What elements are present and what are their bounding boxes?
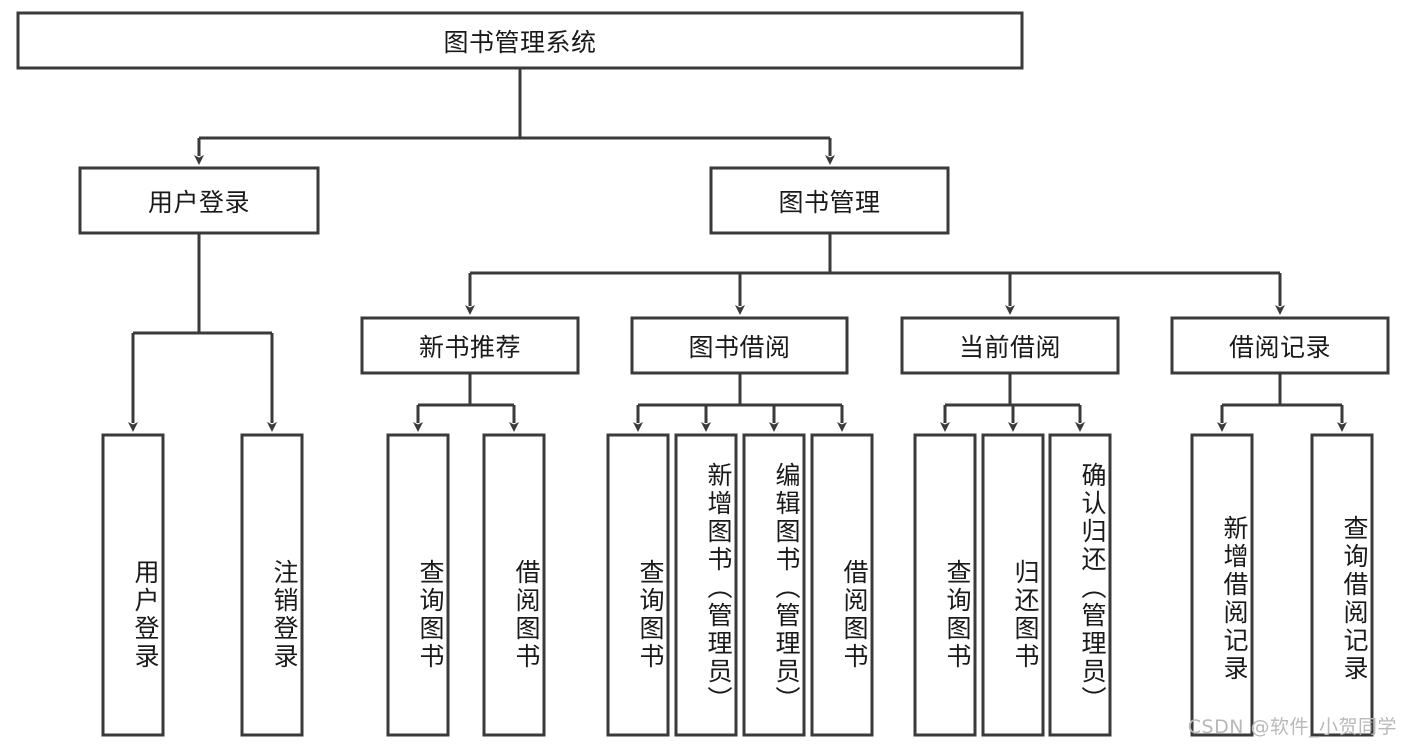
leaf-box-edit-book-admin[interactable] — [742, 433, 806, 737]
leaf-box-add-borrow-record[interactable] — [1190, 433, 1254, 737]
node-box-root[interactable] — [16, 11, 1024, 70]
leaf-box-query-book-current[interactable] — [913, 433, 977, 737]
leaf-box-query-book-borrow[interactable] — [606, 433, 670, 737]
leaf-box-return-book[interactable] — [981, 433, 1045, 737]
leaf-box-borrow-book-rec[interactable] — [482, 433, 546, 737]
watermark-text: CSDN @软件_小贺同学 — [1187, 716, 1397, 738]
node-box-book-management[interactable] — [709, 166, 950, 235]
leaf-box-query-borrow-record[interactable] — [1310, 433, 1374, 737]
node-box-current-borrow[interactable] — [900, 316, 1120, 375]
leaf-box-borrow-book[interactable] — [810, 433, 874, 737]
node-box-book-borrow[interactable] — [630, 316, 849, 375]
leaf-box-query-book-rec[interactable] — [386, 433, 450, 737]
node-box-new-book-recommend[interactable] — [360, 316, 580, 375]
node-box-borrow-record[interactable] — [1170, 316, 1390, 375]
leaf-box-user-login[interactable] — [101, 433, 165, 737]
leaf-box-confirm-return-admin[interactable] — [1048, 433, 1112, 737]
node-box-user-login[interactable] — [78, 166, 320, 235]
leaf-box-logout[interactable] — [240, 433, 304, 737]
leaf-box-add-book-admin[interactable] — [674, 433, 738, 737]
